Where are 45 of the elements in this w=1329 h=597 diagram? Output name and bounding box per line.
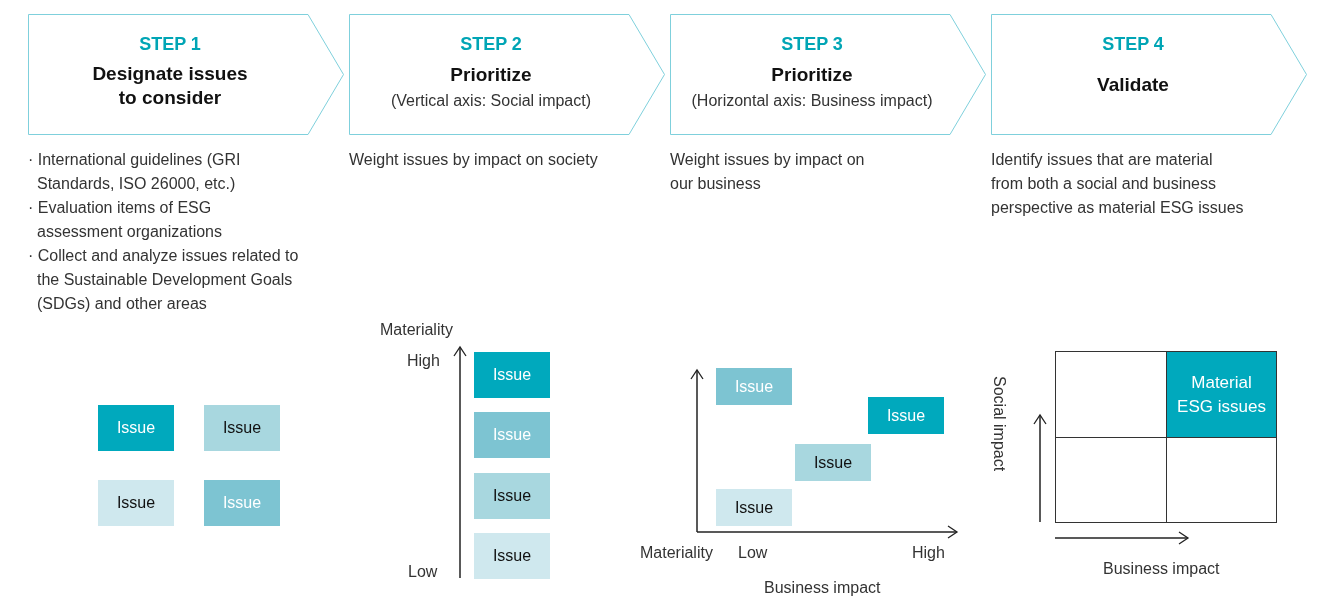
bullet-item: · Collect and analyze issues related to the Sustainable Development Goals (SDGs) and other areas [28,246,300,314]
bullet-item: · International guidelines (GRI Standards, ISO 26000, etc.) [28,150,242,194]
axis-label: High [912,544,945,562]
axis-label: Materiality [640,544,713,562]
step-number: STEP 3 [780,34,844,55]
step-number: STEP 4 [1101,34,1165,55]
issue-card: Issue [474,473,550,519]
step-description: Weight issues by impact on society [349,150,599,170]
issue-card: Issue [98,405,174,451]
step-description: Weight issues by impact on our business [670,150,866,194]
step-header-panel [670,14,986,135]
axis-label: Low [408,563,438,581]
step-title: Validate [1096,74,1170,96]
matrix-cell [1166,437,1277,523]
axis-label: High [407,352,440,370]
step-title: Prioritize [770,64,854,86]
step-subtitle: (Vertical axis: Social impact) [389,92,593,110]
issue-card: Issue [868,397,944,434]
step-header-panel [28,14,344,135]
matrix-cell [1055,437,1167,523]
issue-card: Issue [204,405,280,451]
axis-label: Business impact [764,579,881,597]
issue-card: Issue [98,480,174,526]
step-title: Designate issues to consider [91,62,249,110]
axis-label: Materiality [380,321,453,339]
step-subtitle: (Horizontal axis: Business impact) [690,92,934,110]
issue-card: Issue [204,480,280,526]
issue-card: Issue [474,533,550,579]
bullet-item: · Evaluation items of ESG assessment organizations [28,198,223,242]
highlighted-matrix-cell: Material ESG issues [1166,351,1277,438]
step-number: STEP 2 [459,34,523,55]
issue-card: Issue [474,352,550,398]
step-title: Prioritize [449,64,533,86]
issue-card: Issue [795,444,871,481]
axis-label: Low [738,544,768,562]
axis-label: Business impact [1103,560,1220,578]
matrix-cell [1055,351,1167,438]
issue-card: Issue [716,368,792,405]
step-header-panel [991,14,1307,135]
step-header-panel [349,14,665,135]
step-number: STEP 1 [138,34,202,55]
issue-card: Issue [716,489,792,526]
step-description: Identify issues that are material from both a social and business perspective as material ESG issues [991,150,1245,218]
axis-label: Social impact [990,376,1008,472]
issue-card: Issue [474,412,550,458]
